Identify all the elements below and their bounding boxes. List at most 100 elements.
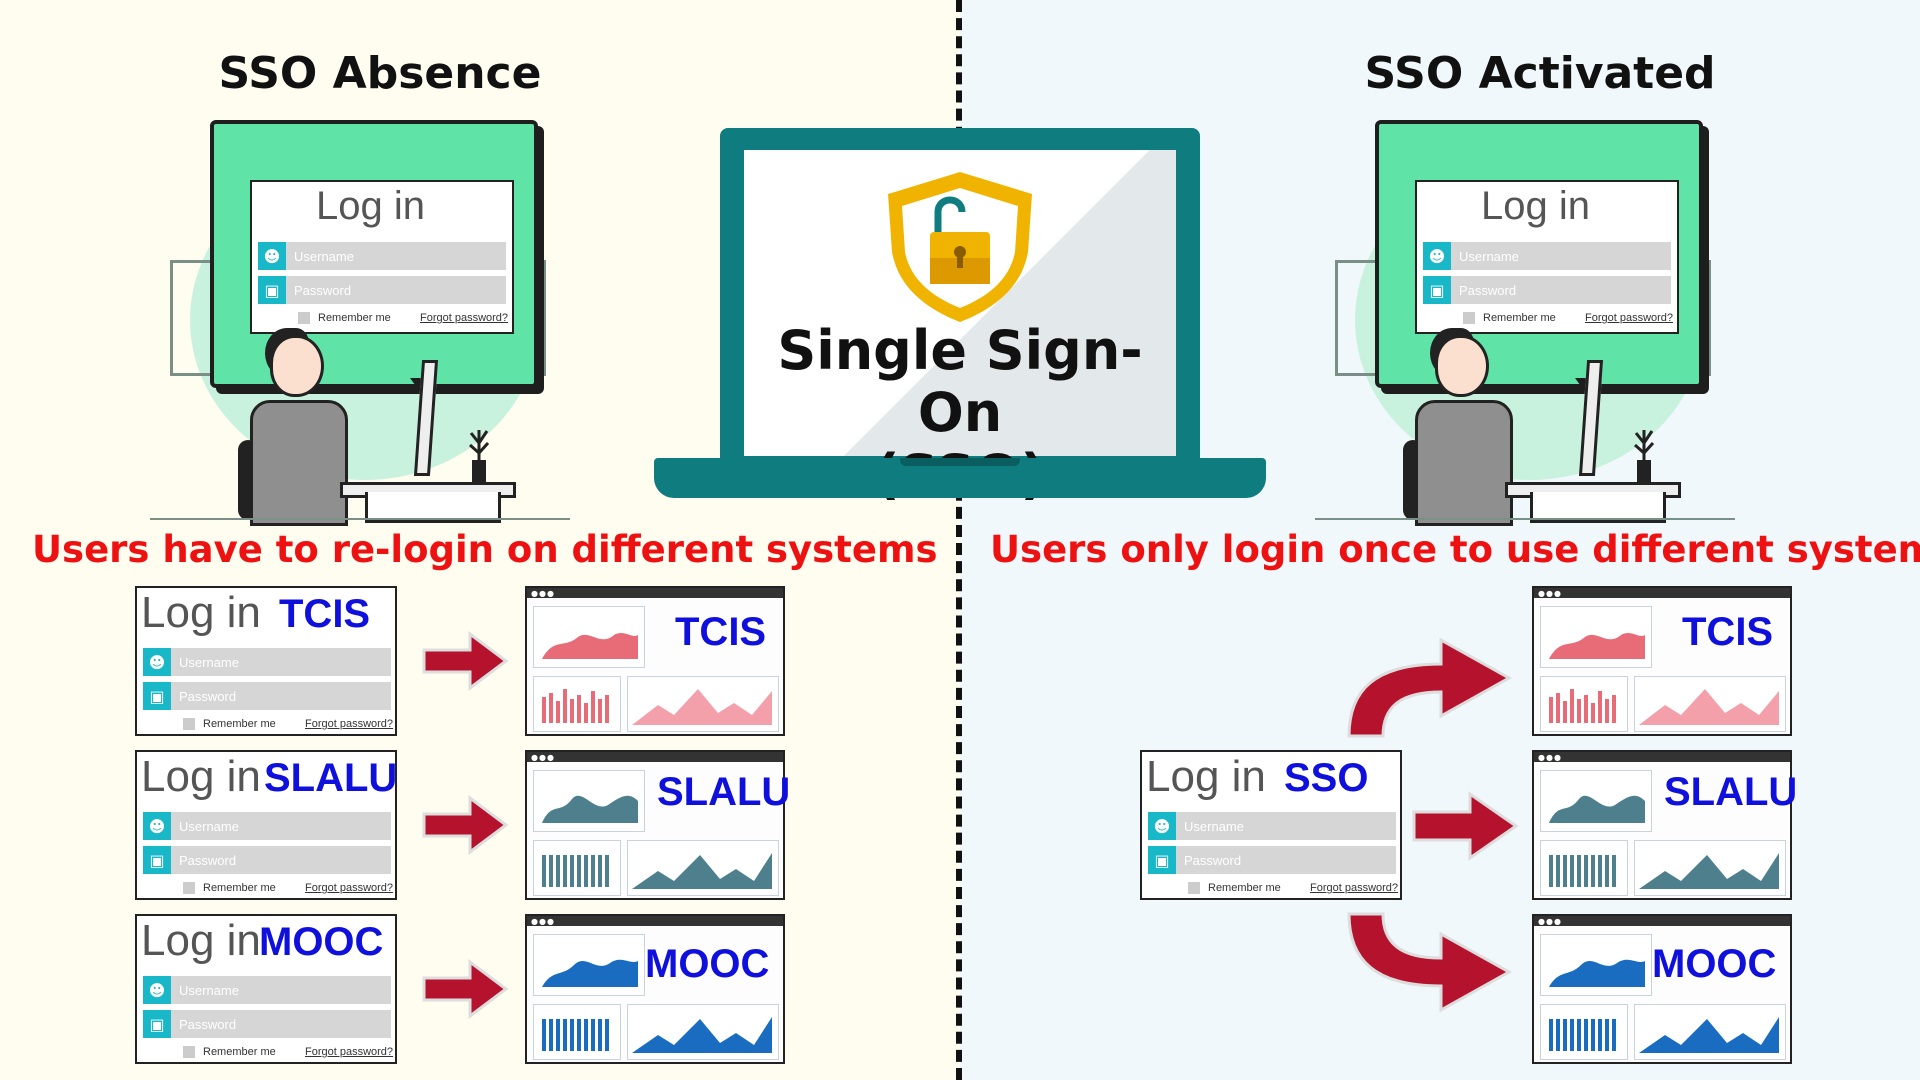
password-placeholder: Password <box>294 282 352 298</box>
username-field[interactable]: ☻ Username <box>143 976 391 1004</box>
bar-chart <box>542 855 609 887</box>
arrow-right-icon <box>422 795 509 855</box>
password-field[interactable]: ▣Password <box>143 682 391 710</box>
window-dots-icon: ●●● <box>1538 753 1562 762</box>
chart-panel <box>533 676 621 732</box>
forgot-password-link[interactable]: Forgot password? <box>305 1046 394 1058</box>
mountain-chart <box>1639 689 1779 725</box>
scene-right: Log in ☻ Username ▣ Password Remember me… <box>1315 120 1735 526</box>
arrow-right-icon <box>422 959 509 1019</box>
plant-pot <box>472 460 486 484</box>
forgot-password-link[interactable]: Forgot password? <box>305 718 394 730</box>
heading-sso-absence: SSO Absence <box>218 48 542 99</box>
username-field[interactable]: ☻Username <box>1148 812 1396 840</box>
username-field[interactable]: ☻Username <box>143 812 391 840</box>
mountain-chart <box>632 689 772 725</box>
remember-label: Remember me <box>203 1046 276 1058</box>
desk-drawer <box>365 492 501 523</box>
caption-login-once: Users only login once to use different s… <box>990 528 1920 571</box>
plant-pot <box>1637 460 1651 484</box>
checkbox[interactable] <box>183 882 195 894</box>
person-head <box>270 335 324 397</box>
forgot-password-link[interactable]: Forgot password? <box>1310 882 1399 894</box>
checkbox[interactable] <box>1188 882 1200 894</box>
mountain-chart <box>632 1017 772 1053</box>
area-chart <box>1549 633 1645 659</box>
mountain-chart <box>1639 1017 1779 1053</box>
forgot-password-link[interactable]: Forgot password? <box>305 882 394 894</box>
user-icon: ☻ <box>1148 812 1176 840</box>
password-field[interactable]: ▣ Password <box>258 276 506 304</box>
dashboard-system-name: MOOC <box>645 942 770 986</box>
user-icon: ☻ <box>143 976 171 1004</box>
password-placeholder: Password <box>1459 282 1517 298</box>
remember-me-checkbox[interactable]: Remember me <box>183 718 276 730</box>
login-system-name: SSO <box>1284 756 1369 800</box>
dashboard-system-name: SLALU <box>1664 770 1798 814</box>
arrow-curved-down-icon <box>1347 912 1513 1013</box>
dashboard-slalu: ●●● SLALU <box>525 750 790 900</box>
remember-label: Remember me <box>1483 312 1556 324</box>
chart-panel <box>1540 840 1628 896</box>
password-placeholder: Password <box>179 1016 237 1032</box>
dashboard-system-name: MOOC <box>1652 942 1777 986</box>
chart-panel <box>627 676 779 732</box>
forgot-password-link[interactable]: Forgot password? <box>1585 312 1674 324</box>
dashboard-titlebar: ●●● <box>1534 752 1790 762</box>
user-icon: ☻ <box>258 242 286 270</box>
plant-icon <box>469 430 490 465</box>
remember-me-checkbox[interactable]: Remember me <box>298 312 391 324</box>
person-head <box>1435 335 1489 397</box>
bar-chart <box>1549 1019 1616 1051</box>
chart-panel <box>533 1004 621 1060</box>
chart-panel <box>1634 840 1786 896</box>
mountain-chart <box>1639 853 1779 889</box>
remember-me-checkbox[interactable]: Remember me <box>1188 882 1281 894</box>
dashboard-system-name: SLALU <box>657 770 791 814</box>
forgot-password-link[interactable]: Forgot password? <box>420 312 509 324</box>
plant-icon <box>1634 430 1655 465</box>
password-field[interactable]: ▣Password <box>143 846 391 874</box>
chart-panel <box>1634 1004 1786 1060</box>
username-field[interactable]: ☻Username <box>143 648 391 676</box>
username-field[interactable]: ☻ Username <box>258 242 506 270</box>
area-chart <box>542 959 638 987</box>
username-placeholder: Username <box>179 818 239 834</box>
area-chart <box>542 633 638 659</box>
scene-login-card: Log in ☻ Username ▣ Password Remember me… <box>1415 180 1679 334</box>
lock-icon: ▣ <box>1423 276 1451 304</box>
username-placeholder: Username <box>294 248 354 264</box>
username-placeholder: Username <box>179 654 239 670</box>
chart-panel <box>1540 1004 1628 1060</box>
remember-me-checkbox[interactable]: Remember me <box>183 1046 276 1058</box>
checkbox[interactable] <box>1463 312 1475 324</box>
area-chart <box>542 795 638 823</box>
heading-sso-activated: SSO Activated <box>1364 48 1716 99</box>
remember-me-checkbox[interactable]: Remember me <box>183 882 276 894</box>
username-field[interactable]: ☻ Username <box>1423 242 1671 270</box>
checkbox[interactable] <box>183 718 195 730</box>
lock-icon: ▣ <box>143 1010 171 1038</box>
password-field[interactable]: ▣Password <box>1148 846 1396 874</box>
window-dots-icon: ●●● <box>531 753 555 762</box>
lock-icon: ▣ <box>1148 846 1176 874</box>
chart-panel <box>533 770 645 832</box>
arrow-right-icon <box>422 631 509 691</box>
remember-label: Remember me <box>318 312 391 324</box>
login-title: Log in <box>1146 752 1266 801</box>
password-field[interactable]: ▣ Password <box>143 1010 391 1038</box>
checkbox[interactable] <box>298 312 310 324</box>
area-chart <box>1549 959 1645 987</box>
shield-lock-icon <box>888 172 1032 322</box>
area-chart <box>1549 795 1645 823</box>
desk-drawer <box>1530 492 1666 523</box>
login-title: Log in <box>1481 184 1590 228</box>
password-field[interactable]: ▣ Password <box>1423 276 1671 304</box>
username-placeholder: Username <box>179 982 239 998</box>
checkbox[interactable] <box>183 1046 195 1058</box>
dashboard-titlebar: ●●● <box>527 916 783 926</box>
dashboard-titlebar: ●●● <box>1534 916 1790 926</box>
chart-panel <box>1540 770 1652 832</box>
remember-me-checkbox[interactable]: Remember me <box>1463 312 1556 324</box>
remember-label: Remember me <box>203 718 276 730</box>
